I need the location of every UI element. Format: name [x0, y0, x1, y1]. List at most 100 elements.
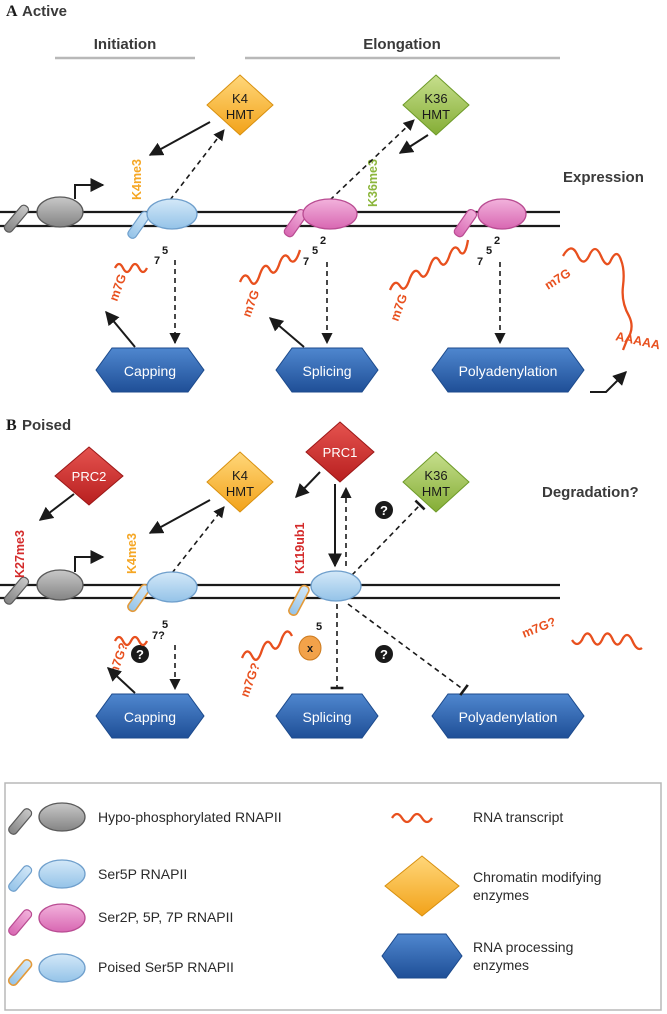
legend-chromatin-line2: enzymes — [473, 887, 529, 903]
tss-arrow-b — [74, 550, 105, 572]
panel-a-title: Active — [22, 3, 67, 20]
rnapii-hypo-a — [3, 196, 84, 233]
splicing-label-b: Splicing — [302, 709, 351, 725]
k36me3-mark-a: K36me3 — [366, 159, 380, 207]
legend-item-poised: Poised Ser5P RNAPII — [7, 953, 234, 987]
rna-transcript-a2 — [238, 249, 302, 285]
m7g-a1: m7G — [107, 272, 130, 303]
ctd-7-a1: 7 — [154, 255, 160, 267]
k27me3-mark: K27me3 — [13, 530, 27, 578]
legend-processing-line1: RNA processing — [473, 939, 573, 955]
legend-rna-label: RNA transcript — [473, 809, 563, 825]
rnapii-ser257p-a1: 7 5 2 — [283, 198, 358, 268]
dashed-pol-to-k36hmt-blocked — [351, 499, 426, 576]
ctd-5-a1: 5 — [162, 245, 168, 257]
k4-hmt-b: K4 HMT — [206, 451, 274, 513]
ctd-block-x: x — [307, 643, 314, 655]
k36-hmt-b-line2: HMT — [422, 484, 450, 499]
k36-hmt-b-line1: K36 — [424, 468, 447, 483]
rna-transcript-b1 — [113, 635, 149, 647]
question-badge-k36: ? — [375, 501, 393, 519]
capping-enzyme-b: Capping — [95, 693, 205, 739]
k36-hmt-b: K36 HMT — [402, 451, 470, 513]
rnapii-poised-b1: 5 7? — [127, 571, 198, 642]
k36-hmt-a: K36 HMT — [402, 74, 470, 136]
polya-tail-a: AAAAA — [614, 329, 661, 352]
legend-item-hypo: Hypo-phosphorylated RNAPII — [8, 802, 282, 835]
question-badge-capping: ? — [131, 645, 149, 663]
k4-hmt-a-line1: K4 — [232, 91, 248, 106]
dashed-pol-to-k36hmt — [329, 119, 415, 201]
ctd-5-b1: 5 — [162, 619, 168, 631]
legend-item-processing: RNA processing enzymes — [381, 933, 573, 979]
prc1-enzyme: PRC1 — [305, 421, 375, 483]
m7gq-b3: m7G? — [520, 615, 558, 641]
arrow-k4hmt-to-k4me3 — [148, 121, 211, 156]
arrow-capping-to-m7gq — [106, 667, 136, 694]
m7gq-b2: m7G? — [238, 661, 263, 699]
k4-hmt-a: K4 HMT — [206, 74, 274, 136]
rnapii-ser5p-a: 7 5 — [127, 198, 198, 267]
degradation-label: Degradation? — [542, 484, 639, 501]
legend-chromatin-line1: Chromatin modifying — [473, 869, 601, 885]
legend-item-ser5p: Ser5P RNAPII — [8, 859, 187, 892]
legend-hypo-label: Hypo-phosphorylated RNAPII — [98, 809, 282, 825]
splicing-enzyme-a: Splicing — [275, 347, 379, 393]
question-mark-splicing: ? — [380, 647, 388, 662]
splicing-label-a: Splicing — [302, 363, 351, 379]
m7gq-b1: m7G? — [106, 641, 131, 679]
k36-hmt-a-line1: K36 — [424, 91, 447, 106]
prc2-label: PRC2 — [72, 469, 107, 484]
arrow-polya-to-tail — [590, 371, 627, 393]
m7g-a3: m7G — [388, 292, 411, 323]
ctd-7q-b1: 7? — [152, 630, 165, 642]
k4-hmt-a-line2: HMT — [226, 107, 254, 122]
ctd-7-a2: 7 — [303, 256, 309, 268]
k4-hmt-b-line2: HMT — [226, 484, 254, 499]
m7g-a4: m7G — [542, 266, 573, 293]
panel-b-letter: B — [6, 417, 17, 434]
rnapii-hypo-b — [3, 569, 84, 605]
dashed-pol-to-k4hmt — [169, 129, 225, 201]
legend-ser257p-label: Ser2P, 5P, 7P RNAPII — [98, 909, 233, 925]
polyadenylation-label-a: Polyadenylation — [459, 363, 558, 379]
question-mark-k36: ? — [380, 503, 388, 518]
legend-item-chromatin: Chromatin modifying enzymes — [384, 855, 601, 917]
arrow-prc1-to-k119ub1 — [295, 471, 321, 499]
rnapii-ser257p-a2: 7 5 2 — [453, 198, 527, 268]
prc1-label: PRC1 — [323, 445, 358, 460]
legend-processing-line2: enzymes — [473, 957, 529, 973]
panel-b-title: Poised — [22, 417, 71, 434]
k119ub1-mark: K119ub1 — [293, 523, 307, 574]
ctd-2-a3: 2 — [494, 235, 500, 247]
tss-arrow-a — [74, 178, 105, 199]
arrow-prc2-to-k27me3 — [38, 493, 75, 521]
panel-a: A Active Initiation Elongation Expressio… — [0, 3, 661, 393]
arrow-splicing-to-rna — [268, 317, 305, 348]
capping-label-a: Capping — [124, 363, 176, 379]
arrow-capping-to-m7g — [105, 310, 136, 348]
question-badge-splicing: ? — [375, 645, 393, 663]
polyadenylation-enzyme-b: Polyadenylation — [431, 693, 585, 739]
polyadenylation-enzyme-a: Polyadenylation — [431, 347, 585, 393]
rna-transcript-b3 — [571, 632, 643, 651]
rna-transcript-b2 — [240, 630, 294, 661]
arrow-k4hmt-to-k4me3-b — [148, 499, 211, 534]
question-mark-capping: ? — [136, 647, 144, 662]
dashed-pol-to-polya-blocked — [347, 603, 469, 696]
polyadenylation-label-b: Polyadenylation — [459, 709, 558, 725]
k4-hmt-b-line1: K4 — [232, 468, 248, 483]
legend-ser5p-label: Ser5P RNAPII — [98, 866, 187, 882]
splicing-enzyme-b: Splicing — [275, 693, 379, 739]
panel-b: B Poised Degradation? PRC2 K27me3 K4 HMT… — [0, 417, 643, 739]
rna-transcript-a4 — [562, 247, 633, 351]
k4me3-mark-a: K4me3 — [130, 159, 144, 200]
ctd-5-a3: 5 — [486, 245, 492, 257]
rna-transcript-a3 — [388, 239, 470, 291]
legend-box — [4, 782, 662, 1011]
rnapii-poised-b2: 5 x — [288, 570, 362, 661]
legend-item-rna: RNA transcript — [391, 809, 563, 825]
arrow-k36hmt-to-k36me3 — [398, 134, 429, 154]
k36-hmt-a-line2: HMT — [422, 107, 450, 122]
